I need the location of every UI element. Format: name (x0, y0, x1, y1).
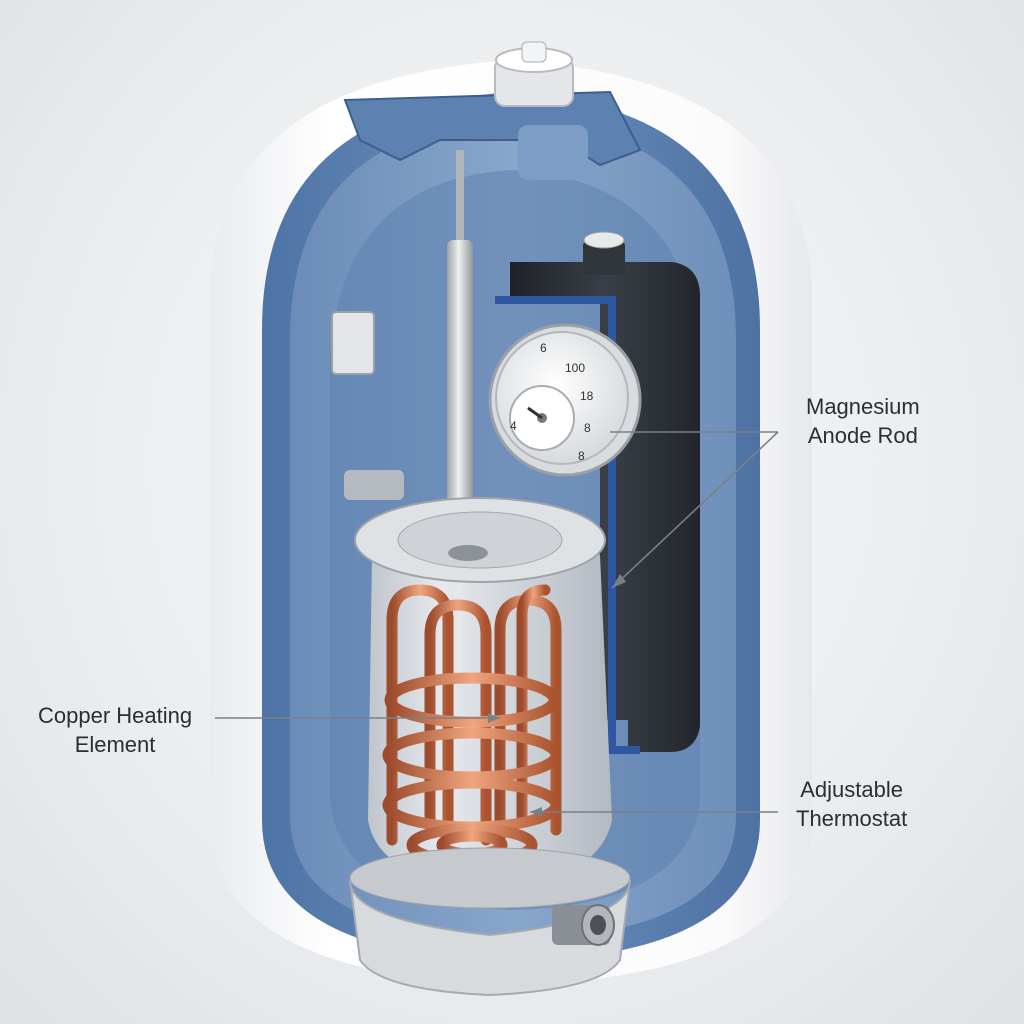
magnesium-anode-rod-label: Magnesium Anode Rod (806, 392, 920, 450)
dial-mark-2: 100 (565, 361, 585, 375)
dial-mark-3: 18 (580, 389, 594, 403)
thermostat-dial: 6 100 18 8 8 4 (488, 323, 642, 477)
top-flange (343, 90, 642, 180)
dial-mark-6: 4 (510, 419, 517, 433)
outlet-fitting (552, 904, 615, 946)
anode-label-line2: Anode Rod (807, 423, 918, 448)
dial-mark-1: 6 (540, 341, 547, 355)
adjustable-thermostat-label: Adjustable Thermostat (796, 775, 907, 833)
leader-lines (215, 431, 779, 817)
thermostat-housing (495, 231, 700, 754)
dial-mark-4: 8 (584, 421, 591, 435)
copper-label-line1: Copper Heating (38, 703, 193, 728)
top-inlet-cap (494, 41, 574, 107)
dial-mark-5: 8 (578, 449, 585, 463)
copper-heating-coil (382, 584, 562, 867)
base-assembly (349, 847, 631, 997)
left-bracket (331, 311, 404, 500)
anode-leader-arrow (611, 431, 779, 589)
thermostat-label-line2: Thermostat (796, 806, 908, 831)
thermostat-label-line1: Adjustable (800, 777, 903, 802)
copper-heating-element-label: Copper Heating Element (38, 701, 192, 759)
anode-label-line1: Magnesium (806, 394, 920, 419)
copper-label-line2: Element (74, 732, 156, 757)
